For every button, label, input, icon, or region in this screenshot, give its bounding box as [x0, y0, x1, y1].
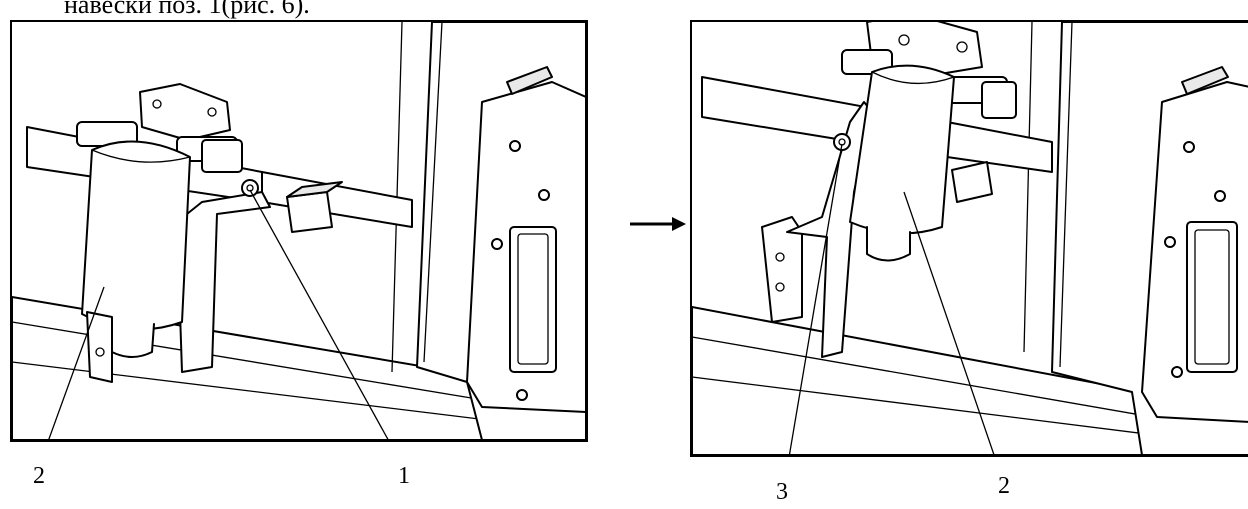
callout-right-3: 3 — [776, 479, 788, 505]
left-assembly-drawing — [12, 22, 586, 440]
filter-drain — [866, 226, 911, 262]
side-tab — [761, 216, 803, 323]
callout-right-2: 2 — [998, 473, 1010, 499]
caption-fragment: навески поз. 1(рис. 6). — [64, 0, 310, 19]
hinge-arm — [786, 101, 873, 358]
right-assembly-drawing — [692, 22, 1248, 455]
bottom-rail — [12, 296, 586, 440]
hinge-bolt — [241, 179, 259, 197]
left-assembly-view — [10, 20, 588, 442]
spacer-block — [286, 191, 333, 233]
leader-3 — [788, 143, 843, 455]
callout-left-1: 1 — [398, 463, 410, 489]
leader-2 — [903, 191, 995, 455]
bracket-slot — [1186, 221, 1238, 373]
callout-left-2: 2 — [33, 463, 45, 489]
filter-drain — [111, 321, 155, 358]
bracket-slot — [509, 226, 557, 373]
pivot-bolt — [833, 133, 851, 151]
leader-1 — [249, 189, 390, 440]
filter-body — [849, 64, 955, 235]
leader-2 — [47, 286, 105, 440]
arrow-right-icon — [630, 217, 686, 231]
filter-top-plate — [139, 83, 231, 141]
fitting-left — [841, 49, 893, 75]
right-assembly-view — [690, 20, 1248, 457]
spacer-block — [951, 161, 993, 203]
